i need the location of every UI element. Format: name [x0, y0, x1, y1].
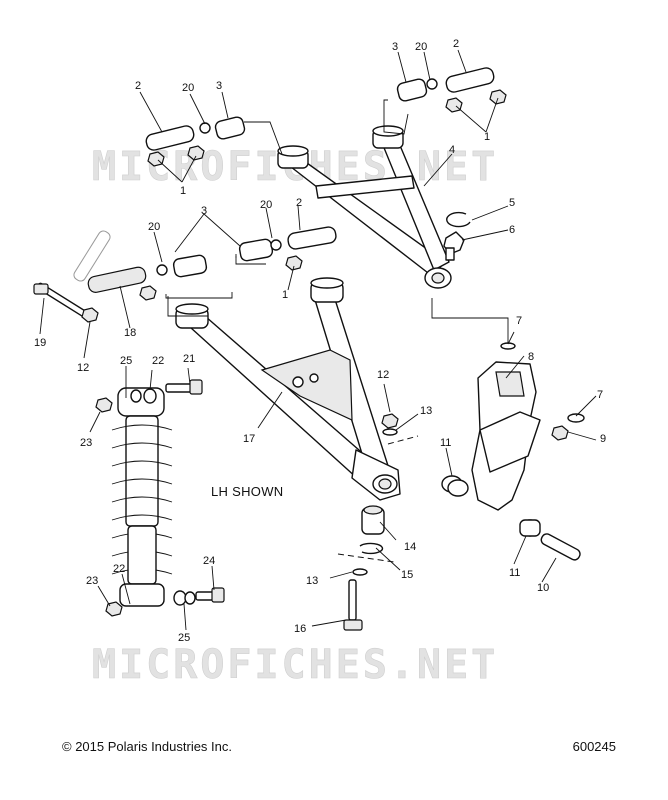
ball-joint-6	[443, 231, 465, 261]
callout-13: 13	[420, 405, 432, 417]
callout-9: 9	[600, 433, 606, 445]
callout-13: 13	[306, 575, 318, 587]
copyright: © 2015 Polaris Industries Inc.	[62, 739, 232, 754]
callout-7: 7	[516, 315, 522, 327]
callout-23: 23	[80, 437, 92, 449]
callout-20: 20	[415, 41, 427, 53]
watermark-bottom: MICROFICHES.NET	[92, 642, 498, 688]
callout-2: 2	[453, 38, 459, 50]
callout-3: 3	[216, 80, 222, 92]
callout-22: 22	[152, 355, 164, 367]
figure-number: 600245	[572, 739, 616, 754]
callout-25: 25	[120, 355, 132, 367]
ghost-pin	[73, 230, 111, 282]
callout-14: 14	[404, 541, 416, 553]
shock-hardware-top	[95, 379, 203, 413]
callout-12: 12	[77, 362, 89, 374]
upper-right-pivot-group	[396, 67, 507, 113]
callout-12: 12	[377, 369, 389, 381]
lower-a-arm	[175, 277, 401, 501]
callout-19: 19	[34, 337, 46, 349]
bolt-19	[33, 282, 99, 323]
callout-11: 11	[509, 567, 520, 579]
callout-24: 24	[203, 555, 215, 567]
ball-joint-14	[361, 505, 385, 535]
callout-25: 25	[178, 632, 190, 644]
dashed-guides	[337, 435, 419, 563]
leader-lines	[39, 49, 597, 631]
view-note: LH SHOWN	[211, 484, 284, 499]
callout-1: 1	[282, 289, 288, 301]
callout-20: 20	[182, 82, 194, 94]
callout-1: 1	[484, 131, 490, 143]
spindle-8	[441, 361, 541, 511]
callout-8: 8	[528, 351, 534, 363]
upper-a-arm	[277, 125, 452, 289]
lower-left-pivot-group	[156, 226, 337, 278]
callout-2: 2	[296, 197, 302, 209]
washer-13	[352, 428, 398, 576]
callout-6: 6	[509, 224, 515, 236]
callout-2: 2	[135, 80, 141, 92]
callout-3: 3	[392, 41, 398, 53]
retaining-ring-15	[359, 542, 384, 555]
callout-15: 15	[401, 569, 413, 581]
callout-4: 4	[449, 144, 455, 156]
callout-20: 20	[148, 221, 160, 233]
callout-labels: 2 20 3 1 3 20 2 1 4 5 6 3 20 20 2 1 7 8 …	[34, 38, 606, 644]
callout-1: 1	[180, 185, 186, 197]
callout-11: 11	[440, 437, 451, 449]
callout-10: 10	[537, 582, 549, 594]
callout-5: 5	[509, 197, 515, 209]
callout-18: 18	[124, 327, 136, 339]
bolt-16	[343, 579, 363, 631]
upper-left-pivot-group	[145, 116, 246, 167]
callout-3: 3	[201, 205, 207, 217]
bracket-lines	[165, 256, 237, 299]
callout-20: 20	[260, 199, 272, 211]
spindle-hardware	[500, 342, 585, 561]
callout-22: 22	[113, 563, 125, 575]
callout-7: 7	[597, 389, 603, 401]
pivot-pin-18	[87, 266, 157, 301]
callout-16: 16	[294, 623, 306, 635]
callout-21: 21	[183, 353, 195, 365]
callout-23: 23	[86, 575, 98, 587]
callout-17: 17	[243, 433, 255, 445]
retaining-ring-5	[446, 211, 471, 228]
nut-12	[381, 413, 399, 429]
